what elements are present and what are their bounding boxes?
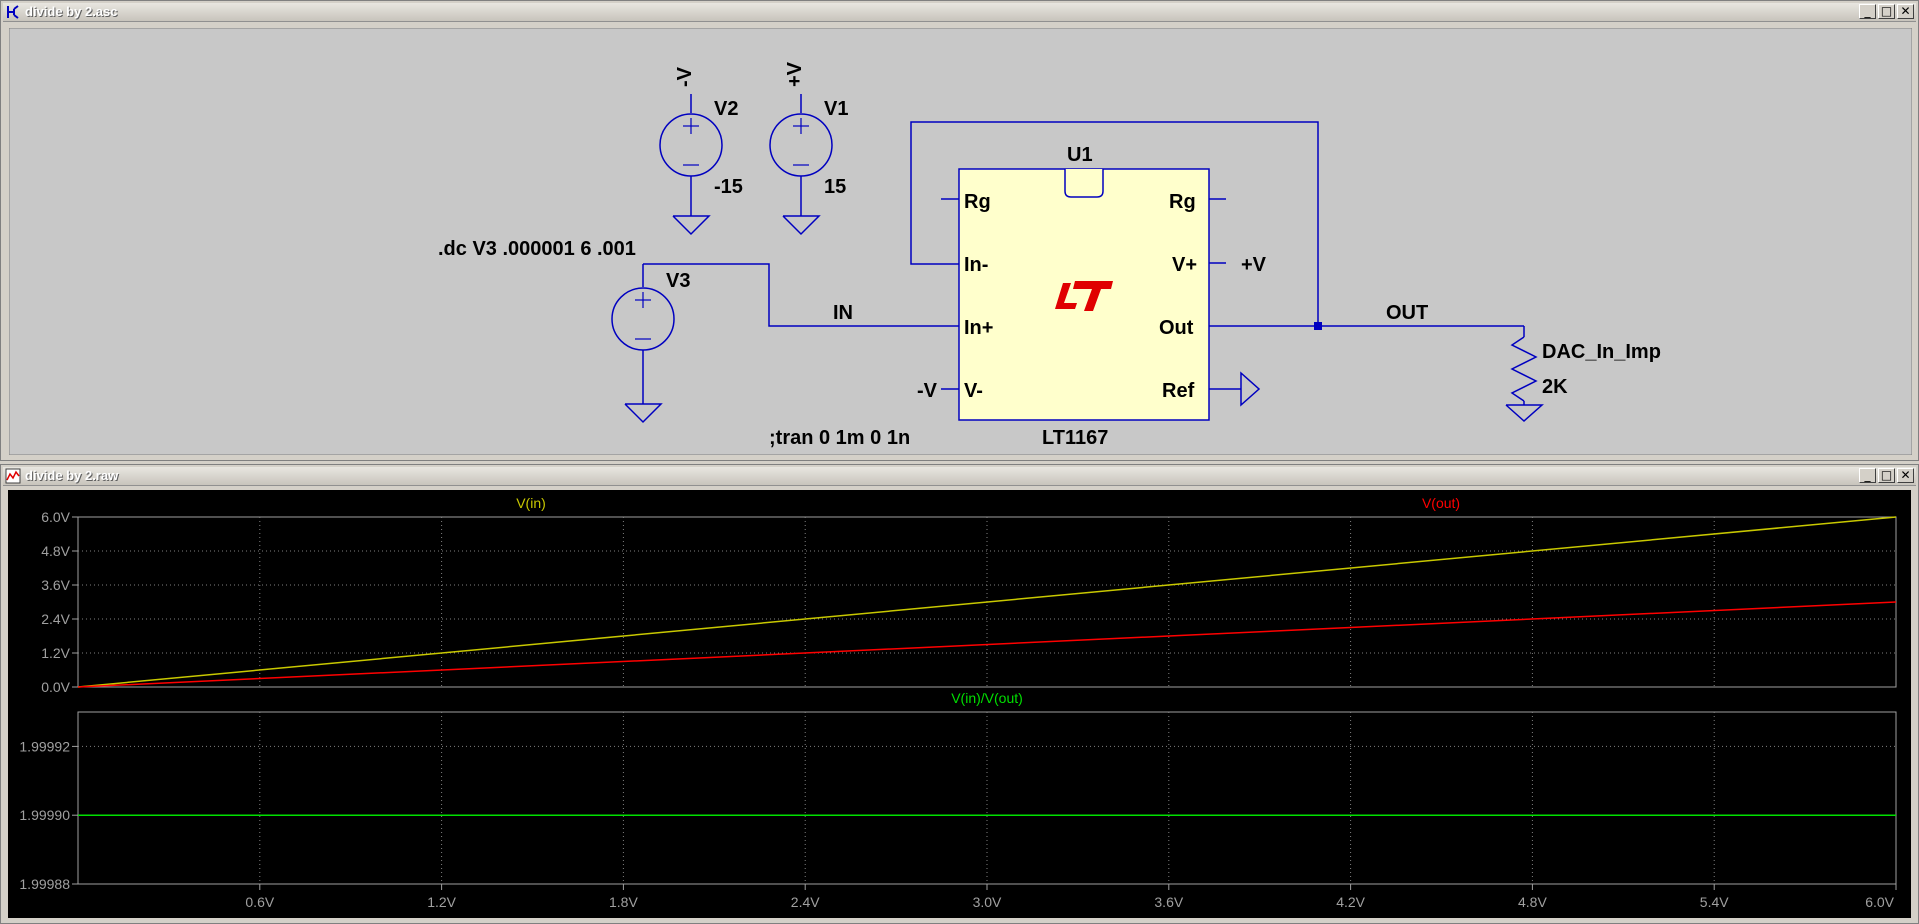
v2-name: V2	[714, 98, 738, 120]
x-tick-label: 1.8V	[609, 894, 638, 910]
series-v-out-	[77, 601, 1897, 688]
pin-in-minus: In-	[964, 254, 988, 276]
junction-dot	[1314, 322, 1322, 330]
v1-value: 15	[824, 176, 846, 198]
waveform-app-icon	[5, 468, 21, 484]
minimize-button[interactable]: _	[1859, 468, 1876, 483]
legend-v-in-v-out-: V(in)/V(out)	[951, 690, 1023, 706]
y-tick-label: 1.99992	[19, 738, 70, 754]
maximize-button[interactable]: □	[1878, 4, 1895, 19]
x-tick-label: 6.0V	[1865, 894, 1894, 910]
v2-value: -15	[714, 176, 743, 198]
maximize-button[interactable]: □	[1878, 468, 1895, 483]
x-tick-label: 3.0V	[973, 894, 1002, 910]
pin-v-minus: V-	[964, 380, 983, 402]
u1-name: U1	[1067, 144, 1093, 166]
x-tick-label: 0.6V	[245, 894, 274, 910]
v1-net-label: +V	[784, 61, 806, 87]
r1-value: 2K	[1542, 376, 1568, 398]
u1-symbol[interactable]	[958, 168, 1210, 421]
waveform-titlebar[interactable]: divide by 2.raw _ □ ✕	[3, 467, 1916, 486]
v1-name: V1	[824, 98, 848, 120]
schematic-title: divide by 2.asc	[25, 4, 118, 19]
y-tick-label: 4.8V	[41, 543, 70, 559]
x-tick-label: 4.2V	[1336, 894, 1365, 910]
close-button[interactable]: ✕	[1897, 468, 1914, 483]
schematic-canvas[interactable]: -V +V V2 -15 V1 15 V3 .dc V3 .000001 6 .…	[9, 28, 1912, 455]
y-tick-label: 1.99990	[19, 807, 70, 823]
y-tick-label: 0.0V	[41, 679, 70, 695]
r1-name: DAC_In_Imp	[1542, 341, 1661, 363]
dc-directive[interactable]: .dc V3 .000001 6 .001	[438, 238, 636, 260]
linear-tech-logo-icon	[1055, 281, 1113, 311]
net-out-label: OUT	[1386, 302, 1428, 324]
pin-rg-left: Rg	[964, 191, 991, 213]
net-in-label: IN	[833, 302, 853, 324]
y-tick-label: 6.0V	[41, 509, 70, 525]
x-tick-label: 1.2V	[427, 894, 456, 910]
waveform-window: divide by 2.raw _ □ ✕ 0.0V 1.2V 2.4V 3.6V 4.…	[0, 464, 1919, 924]
net-vminus-label: -V	[917, 380, 938, 402]
legend-v-out-: V(out)	[1422, 495, 1460, 511]
y-tick-label: 3.6V	[41, 577, 70, 593]
u1-part-label: LT1167	[1042, 427, 1108, 449]
y-tick-label: 1.99988	[19, 876, 70, 892]
series-v-in-	[77, 516, 1897, 688]
minimize-button[interactable]: _	[1859, 4, 1876, 19]
schematic-app-icon	[7, 5, 19, 19]
x-tick-label: 5.4V	[1700, 894, 1729, 910]
schematic-titlebar[interactable]: divide by 2.asc _ □ ✕	[3, 3, 1916, 22]
v2-net-label: -V	[674, 66, 696, 87]
x-tick-label: 3.6V	[1154, 894, 1183, 910]
waveform-canvas[interactable]: 0.0V 1.2V 2.4V 3.6V 4.8V 6.0V V(in) V(out) 1.99…	[8, 490, 1911, 918]
pin-ref: Ref	[1162, 380, 1195, 402]
legend-v-in-: V(in)	[516, 495, 546, 511]
pin-in-plus: In+	[964, 317, 993, 339]
v3-name: V3	[666, 270, 690, 292]
tran-directive[interactable]: ;tran 0 1m 0 1n	[769, 427, 910, 449]
close-button[interactable]: ✕	[1897, 4, 1914, 19]
pin-v-plus: V+	[1172, 254, 1197, 276]
plot-pane-top[interactable]: 0.0V 1.2V 2.4V 3.6V 4.8V 6.0V V(in) V(out)	[41, 495, 1897, 695]
pin-out: Out	[1159, 317, 1194, 339]
x-tick-label: 4.8V	[1518, 894, 1547, 910]
pin-rg-right: Rg	[1169, 191, 1196, 213]
x-tick-label: 2.4V	[791, 894, 820, 910]
plot-pane-bottom[interactable]: 1.99988 1.99990 1.99992 V(in)/V(out) 0.6V 1.2…	[19, 690, 1897, 910]
y-tick-label: 1.2V	[41, 645, 70, 661]
waveform-title: divide by 2.raw	[25, 468, 119, 483]
net-vplus-label: +V	[1241, 254, 1267, 276]
schematic-window: divide by 2.asc _ □ ✕	[0, 0, 1919, 461]
y-tick-label: 2.4V	[41, 611, 70, 627]
